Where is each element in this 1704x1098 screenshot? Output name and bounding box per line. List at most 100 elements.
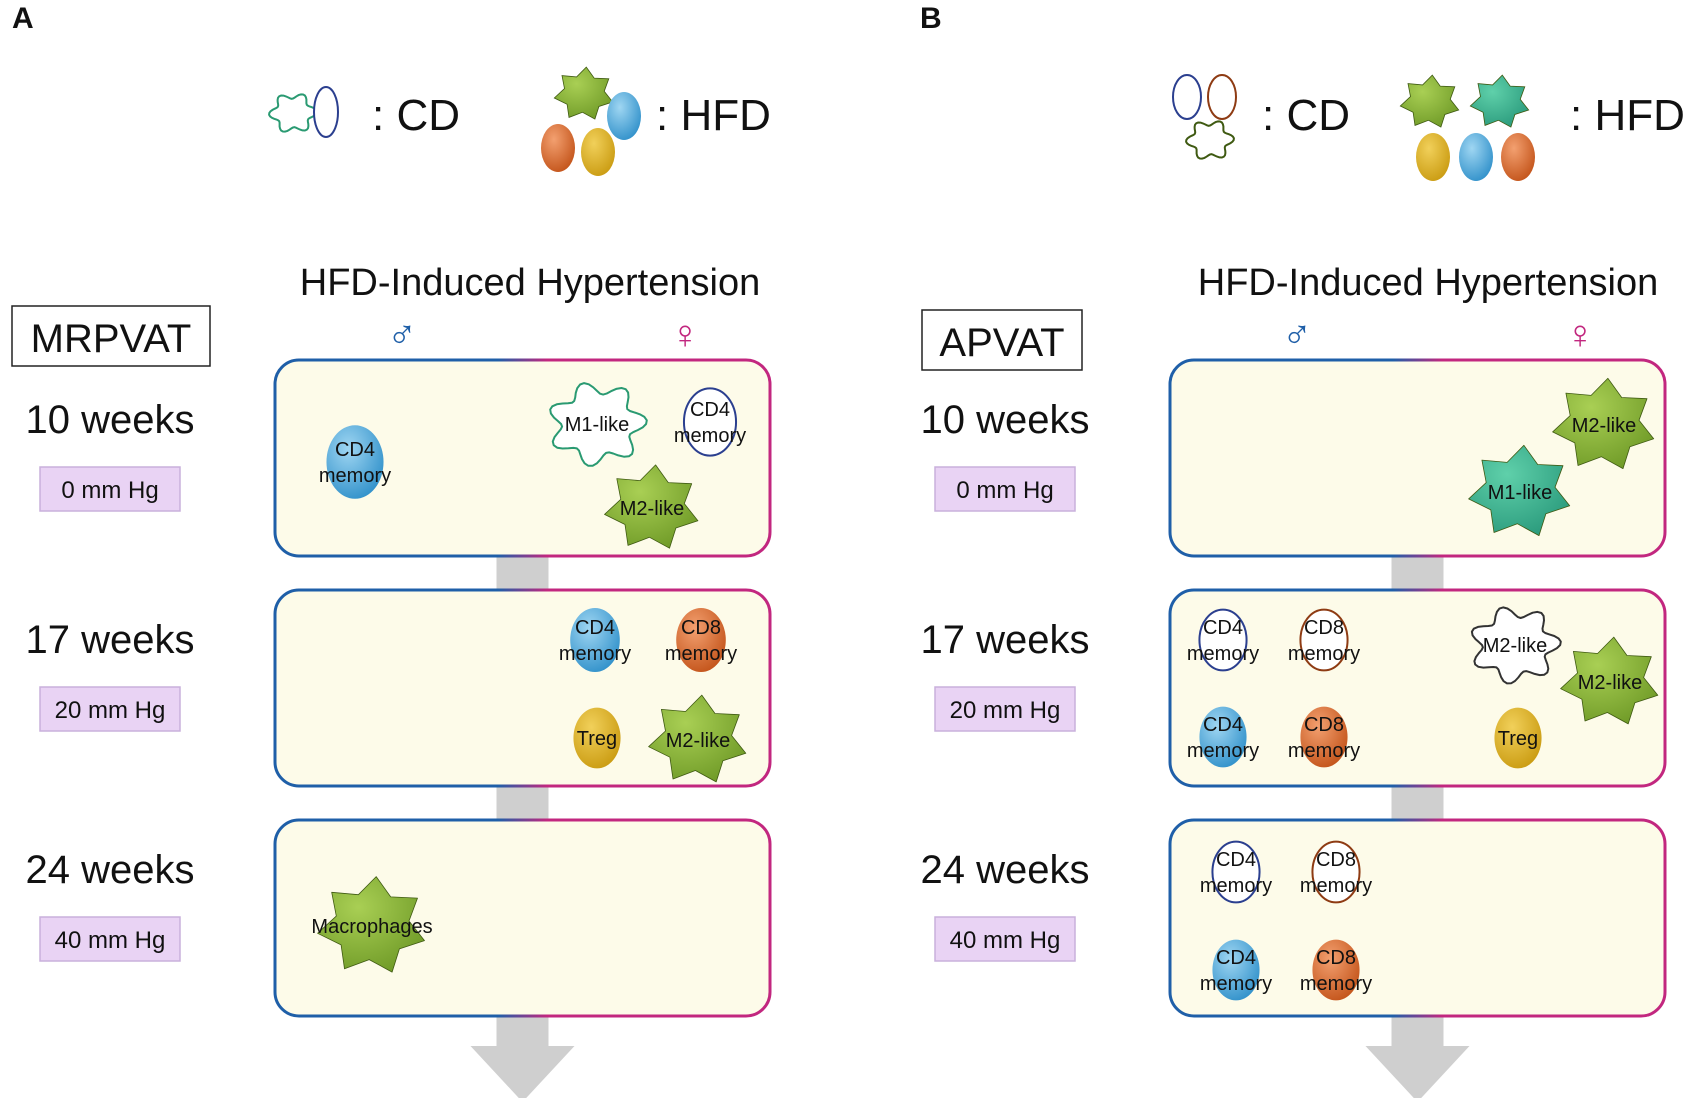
cell-treg-shape	[1494, 707, 1542, 769]
cell-m2: M2-like	[648, 694, 747, 783]
timepoint-weeks: 24 weeks	[26, 848, 195, 892]
cell-m2-label: M2-like	[1572, 415, 1636, 437]
bp-badge-text: 40 mm Hg	[55, 927, 166, 954]
cell-cd8-label: CD8	[1304, 714, 1344, 736]
bp-badge	[934, 686, 1076, 732]
bp-badge	[39, 466, 181, 512]
cell-cd4-label: memory	[1187, 643, 1259, 665]
cell-cd4-label: CD4	[1203, 714, 1243, 736]
legend-cd-label: : CD	[372, 91, 460, 140]
timeline-connector	[1391, 782, 1444, 824]
cell-m2-label: M2-like	[620, 498, 684, 520]
cell-m2-shape	[1552, 377, 1655, 469]
legend-cd-cd4-icon	[1172, 74, 1202, 120]
cell-cd4-shape	[1212, 939, 1260, 1001]
cell-m1-shape	[1468, 444, 1571, 536]
legend-hfd-cell-icon	[581, 128, 615, 176]
timepoint-weeks: 10 weeks	[26, 398, 195, 442]
cell-cd4-label: CD4	[575, 617, 615, 639]
cell-m2-shape	[648, 694, 747, 783]
panel-letter: A	[12, 2, 34, 35]
cell-m2-shape	[604, 464, 699, 549]
cell-cd4-label: memory	[1187, 740, 1259, 762]
female-symbol: ♀	[1565, 313, 1595, 357]
cell-cd8-label: CD8	[1316, 947, 1356, 969]
cell-cd8-shape	[1300, 706, 1348, 768]
cell-cd4-shape	[326, 425, 384, 499]
cell-m1-shape	[549, 382, 648, 467]
tissue-label: APVAT	[921, 309, 1083, 371]
timepoint-weeks: 10 weeks	[921, 398, 1090, 442]
bp-badge	[934, 916, 1076, 962]
timepoint-weeks: 17 weeks	[921, 618, 1090, 662]
legend-hfd-label: : HFD	[1570, 91, 1685, 140]
tissue-label: MRPVAT	[11, 305, 211, 367]
legend-hfd-macrophage-icon	[1469, 74, 1530, 128]
cell-treg: Treg	[1494, 707, 1542, 769]
cell-cd8: CD8 memory	[1288, 706, 1360, 768]
cell-cd4: CD4 memory	[1187, 706, 1259, 768]
cell-cd8-label: CD8	[1304, 617, 1344, 639]
bp-badge-text: 0 mm Hg	[61, 477, 158, 504]
diagram-title: HFD-Induced Hypertension	[300, 262, 760, 304]
bp-badge-text: 20 mm Hg	[950, 697, 1061, 724]
male-symbol: ♂	[387, 313, 417, 357]
cell-cd4-label: CD4	[1203, 617, 1243, 639]
legend-cd-macrophage-icon	[268, 93, 318, 133]
cell-cd8: CD8 memory	[1288, 608, 1360, 672]
timeline-arrow-down	[1365, 1012, 1470, 1098]
legend-hfd-cell-icon	[1501, 133, 1535, 181]
cell-treg-shape	[573, 707, 621, 769]
cell-m2: M2-like	[604, 464, 699, 549]
timeline-connector	[1391, 552, 1444, 594]
cell-cd8-label: memory	[1288, 643, 1360, 665]
legend-cd-cd8-icon	[1207, 74, 1237, 120]
legend-hfd-macrophage-icon	[1399, 74, 1460, 128]
legend-hfd-macrophage-icon	[553, 66, 614, 120]
cell-cd8-label: memory	[1288, 740, 1360, 762]
cell-m2-shape	[1470, 606, 1562, 685]
legend-hfd-label: : HFD	[656, 91, 771, 140]
cell-cd8-label: CD8	[681, 617, 721, 639]
cell-cd8-shape	[1299, 608, 1349, 672]
cell-cd4-shape	[682, 387, 738, 457]
cell-m2-shape	[317, 876, 425, 973]
cell-treg-label: Treg	[1498, 728, 1538, 750]
legend: : CD : HFD	[1172, 74, 1685, 181]
cell-m2-label: M2-like	[1483, 635, 1547, 657]
bp-badge	[39, 686, 181, 732]
female-symbol: ♀	[670, 313, 700, 357]
cell-cd4-label: CD4	[335, 439, 375, 461]
cell-cd4-shape	[570, 608, 620, 672]
legend-cd-label: : CD	[1262, 91, 1350, 140]
legend-hfd-cell-icon	[541, 124, 575, 172]
cell-cd8-shape	[676, 608, 726, 672]
tissue-label-box	[921, 309, 1083, 371]
cell-m1-label: M1-like	[565, 414, 629, 436]
timepoint-weeks: 17 weeks	[26, 618, 195, 662]
bp-badge	[934, 466, 1076, 512]
legend-cd-cell-icon	[313, 86, 339, 138]
cell-cd4-label: CD4	[1216, 849, 1256, 871]
cell-cd8-label: CD8	[1316, 849, 1356, 871]
cell-m2: M2-like	[1560, 636, 1659, 725]
cell-m2: M2-like	[1552, 377, 1655, 469]
tissue-label-text: APVAT	[939, 321, 1064, 365]
legend-hfd-cell-icon	[607, 92, 641, 140]
cell-m2: M2-like	[1470, 606, 1562, 685]
timepoint-box	[1168, 818, 1667, 1018]
arrow-layer	[470, 552, 1470, 1098]
cell-cd8-shape	[1311, 840, 1361, 904]
bp-badge-text: 0 mm Hg	[956, 477, 1053, 504]
cell-m2-label: M2-like	[666, 730, 730, 752]
cell-cd8-shape	[1312, 939, 1360, 1001]
